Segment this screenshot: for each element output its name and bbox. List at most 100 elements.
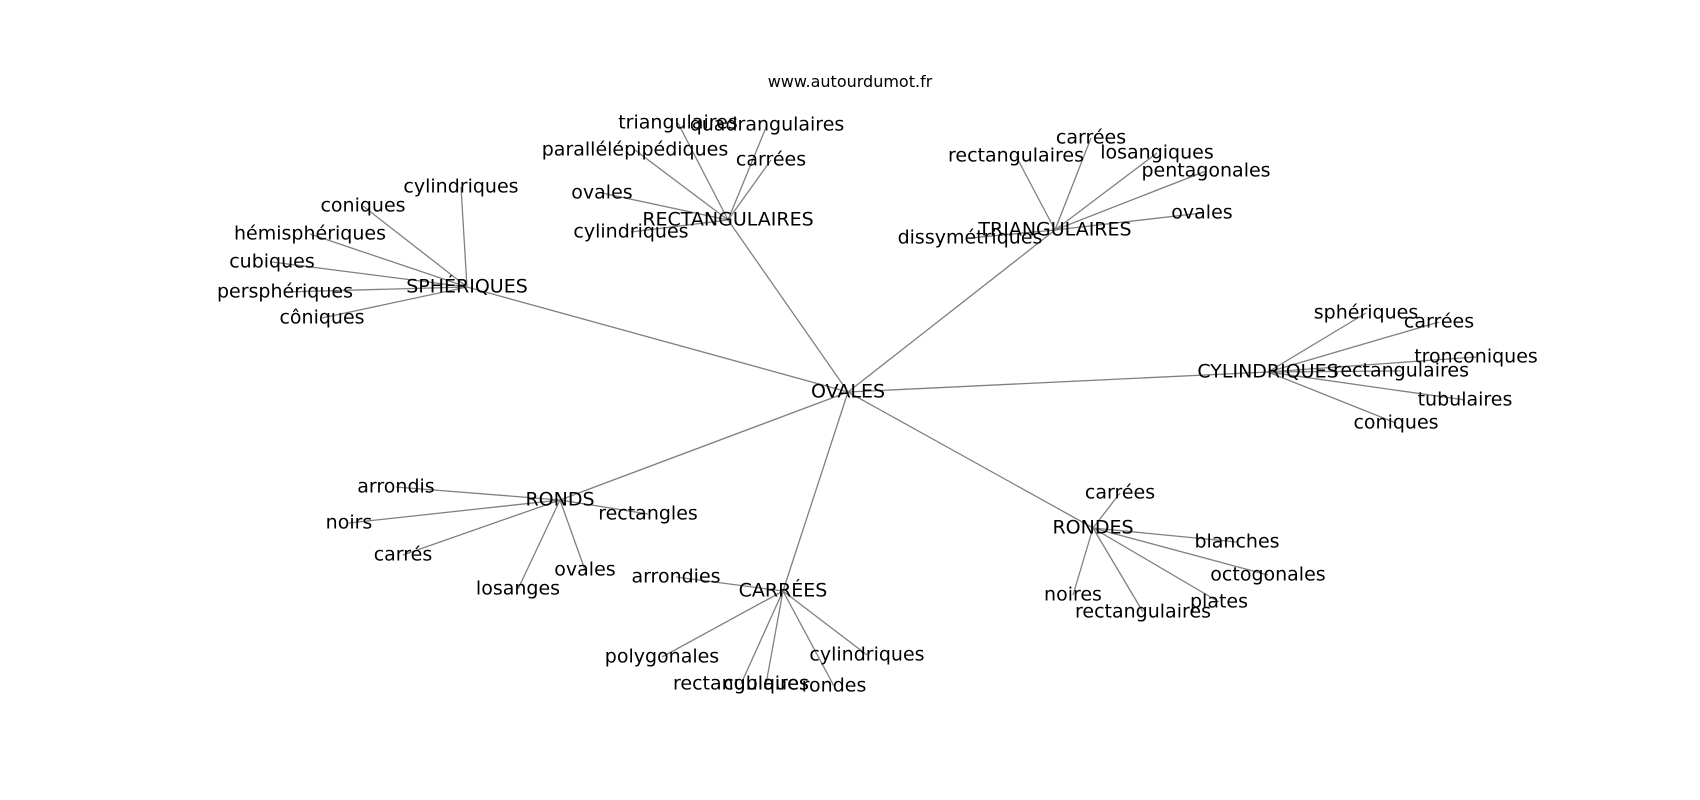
edge-carrees-leaf-3: [740, 590, 784, 685]
edge-center-rectangulaires: [727, 219, 849, 393]
leaf-node-spheriques-1: coniques: [320, 195, 405, 217]
edges-layer: [271, 122, 1477, 687]
edge-cylindriques-leaf-2: [1267, 356, 1477, 373]
leaf-node-spheriques-0: cylindriques: [403, 176, 518, 198]
leaf-node-carrees-0: arrondies: [631, 566, 720, 588]
edge-triangulaires-leaf-0: [1054, 137, 1092, 231]
leaf-node-carrees-1: polygonales: [605, 646, 719, 668]
leaf-node-ronds-0: arrondis: [357, 476, 434, 498]
leaf-node-triangulaires-4: ovales: [1171, 202, 1232, 224]
hub-node-rondes: RONDES: [1052, 517, 1133, 539]
leaf-node-cylindriques-0: sphériques: [1314, 302, 1418, 324]
edge-spheriques-leaf-5: [321, 286, 468, 319]
edge-cylindriques-leaf-5: [1267, 371, 1397, 424]
edge-cylindriques-leaf-0: [1267, 312, 1367, 373]
leaf-node-rectangulaires-2: parallélépipédiques: [542, 139, 729, 161]
edge-triangulaires-leaf-3: [1054, 170, 1207, 231]
edge-spheriques-leaf-2: [309, 233, 468, 288]
edge-triangulaires-leaf-1: [1015, 155, 1056, 231]
edge-ronds-leaf-1: [348, 499, 561, 524]
leaf-node-rondes-5: rectangulaires: [1075, 601, 1211, 623]
leaf-node-rectangulaires-1: quadrangulaires: [690, 114, 845, 136]
edge-ronds-leaf-0: [395, 486, 561, 501]
edge-spheriques-leaf-4: [284, 286, 468, 293]
edge-spheriques-leaf-3: [271, 261, 468, 288]
edge-ronds-leaf-5: [517, 499, 561, 590]
edge-carrees-leaf-5: [782, 590, 835, 687]
hub-node-cylindriques: CYLINDRIQUES: [1197, 361, 1338, 383]
edge-rectangulaires-leaf-2: [634, 149, 729, 221]
leaf-node-ronds-2: carrés: [374, 544, 433, 566]
leaf-node-rectangulaires-0: triangulaires: [618, 112, 738, 134]
edge-center-cylindriques: [847, 371, 1269, 393]
edge-rondes-leaf-3: [1092, 527, 1220, 603]
leaf-node-triangulaires-1: rectangulaires: [948, 145, 1084, 167]
edge-triangulaires-leaf-2: [1054, 152, 1158, 231]
edge-cylindriques-leaf-4: [1267, 371, 1466, 401]
leaf-node-ronds-1: noirs: [326, 512, 373, 534]
edge-carrees-leaf-4: [765, 590, 784, 685]
leaf-node-rondes-3: plates: [1190, 591, 1248, 613]
leaf-node-triangulaires-5: dissymétriques: [898, 227, 1043, 249]
leaf-node-spheriques-3: cubiques: [229, 251, 315, 273]
edge-ronds-leaf-2: [402, 499, 561, 556]
leaf-node-carrees-4: cubiques: [723, 673, 809, 695]
leaf-node-cylindriques-3: rectangulaires: [1333, 360, 1469, 382]
leaf-node-rectangulaires-4: ovales: [571, 182, 632, 204]
leaf-node-ronds-5: losanges: [476, 578, 560, 600]
leaf-node-rondes-0: carrées: [1085, 482, 1155, 504]
hub-node-carrees: CARRÉES: [739, 579, 828, 602]
edge-center-carrees: [782, 391, 849, 592]
leaf-node-cylindriques-4: tubulaires: [1418, 389, 1513, 411]
leaf-node-triangulaires-3: pentagonales: [1141, 160, 1270, 182]
edge-ronds-leaf-4: [559, 499, 586, 571]
center-node-label: OVALES: [811, 381, 885, 403]
leaf-node-cylindriques-5: coniques: [1353, 412, 1438, 434]
leaf-node-rondes-2: octogonales: [1210, 564, 1325, 586]
edge-carrees-leaf-1: [661, 590, 784, 658]
edge-cylindriques-leaf-3: [1267, 370, 1402, 373]
edge-rectangulaires-leaf-5: [630, 219, 729, 233]
edge-center-spheriques: [466, 286, 849, 393]
edge-spheriques-leaf-1: [362, 205, 468, 288]
leaf-node-ronds-3: rectangles: [598, 503, 698, 525]
edge-carrees-leaf-2: [782, 590, 868, 656]
edge-cylindriques-leaf-1: [1267, 321, 1440, 373]
leaf-node-triangulaires-0: carrées: [1056, 127, 1126, 149]
edge-rondes-leaf-5: [1092, 527, 1144, 613]
hub-node-triangulaires: TRIANGULAIRES: [977, 219, 1131, 241]
edge-rondes-leaf-4: [1072, 527, 1094, 596]
leaf-node-triangulaires-2: losangiques: [1100, 142, 1214, 164]
labels-layer: OVALES RECTANGULAIRES triangulairesquadran…: [217, 112, 1538, 697]
edge-rondes-leaf-1: [1092, 527, 1238, 543]
leaf-node-spheriques-4: persphériques: [217, 281, 353, 303]
edge-center-rondes: [847, 391, 1094, 529]
edge-carrees-leaf-0: [675, 576, 784, 592]
leaf-node-spheriques-2: hémisphériques: [234, 223, 386, 245]
site-watermark: www.autourdumot.fr: [767, 72, 933, 91]
edge-triangulaires-leaf-4: [1054, 212, 1203, 231]
edge-triangulaires-leaf-5: [969, 229, 1056, 239]
edge-center-ronds: [559, 391, 849, 501]
leaf-node-carrees-2: cylindriques: [809, 644, 924, 666]
leaf-node-ronds-4: ovales: [554, 559, 615, 581]
leaf-node-rectangulaires-3: carrées: [736, 149, 806, 171]
leaf-node-carrees-3: rectangulaires: [673, 673, 809, 695]
hub-node-ronds: RONDS: [525, 489, 594, 511]
edge-ronds-leaf-3: [559, 499, 649, 515]
edge-spheriques-leaf-0: [460, 186, 468, 288]
leaf-node-cylindriques-1: carrées: [1404, 311, 1474, 333]
hub-node-rectangulaires: RECTANGULAIRES: [642, 209, 813, 231]
leaf-node-rondes-1: blanches: [1194, 531, 1279, 553]
hub-node-spheriques: SPHÉRIQUES: [406, 275, 528, 298]
edge-rondes-leaf-2: [1092, 527, 1269, 576]
edge-rectangulaires-leaf-4: [601, 192, 729, 221]
leaf-node-carrees-5: rondes: [802, 675, 867, 697]
leaf-node-cylindriques-2: tronconiques: [1414, 346, 1538, 368]
leaf-node-rectangulaires-5: cylindriques: [573, 221, 688, 243]
edge-rondes-leaf-0: [1092, 492, 1121, 529]
leaf-node-spheriques-5: côniques: [279, 307, 364, 329]
edge-rectangulaires-leaf-3: [727, 159, 772, 221]
edge-rectangulaires-leaf-0: [677, 122, 729, 221]
